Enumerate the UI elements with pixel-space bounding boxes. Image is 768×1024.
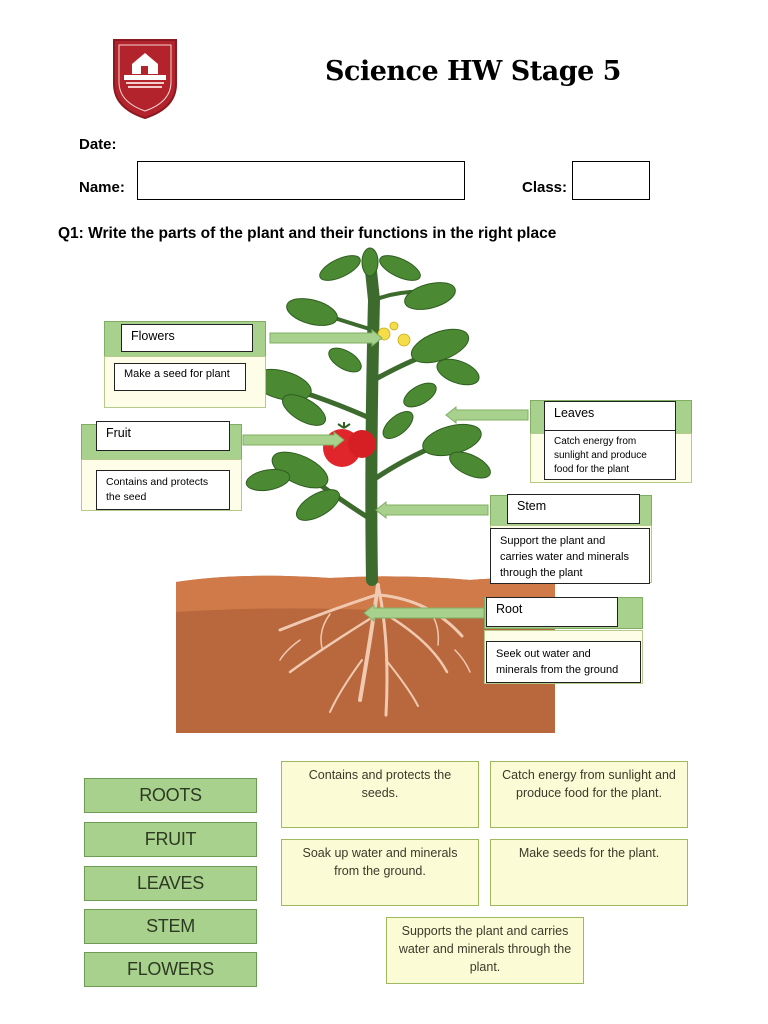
word-bank-fruit[interactable]: FRUIT [84, 822, 257, 857]
date-label: Date: [79, 136, 117, 153]
class-field[interactable] [572, 161, 650, 200]
fruit-function-box[interactable]: Contains and protects the seed [96, 470, 230, 510]
word-bank-roots[interactable]: ROOTS [84, 778, 257, 813]
question-text: Q1: Write the parts of the plant and the… [58, 225, 557, 242]
root-part-box[interactable]: Root [486, 597, 618, 627]
flowers-function-box[interactable]: Make a seed for plant [114, 363, 246, 391]
name-label: Name: [79, 179, 125, 196]
root-function-box[interactable]: Seek out water and minerals from the gro… [486, 641, 641, 683]
word-bank-flowers[interactable]: FLOWERS [84, 952, 257, 987]
stem-function-box[interactable]: Support the plant and carries water and … [490, 528, 650, 584]
function-card-flowers[interactable]: Make seeds for the plant. [490, 839, 688, 906]
leaves-part-box[interactable]: Leaves [544, 401, 676, 431]
name-field[interactable] [137, 161, 465, 200]
function-card-fruit[interactable]: Contains and protects the seeds. [281, 761, 479, 828]
function-card-roots[interactable]: Soak up water and minerals from the grou… [281, 839, 479, 906]
word-bank-leaves[interactable]: LEAVES [84, 866, 257, 901]
function-card-leaves[interactable]: Catch energy from sunlight and produce f… [490, 761, 688, 828]
class-label: Class: [522, 179, 568, 196]
stem-part-box[interactable]: Stem [507, 494, 640, 524]
flowers-part-box[interactable]: Flowers [121, 324, 253, 352]
function-card-stem[interactable]: Supports the plant and carries water and… [386, 917, 584, 984]
school-logo [110, 34, 180, 120]
leaves-function-box[interactable]: Catch energy from sunlight and produce f… [544, 430, 676, 480]
page-title: Science HW Stage 5 [325, 56, 621, 87]
word-bank-stem[interactable]: STEM [84, 909, 257, 944]
fruit-part-box[interactable]: Fruit [96, 421, 230, 451]
